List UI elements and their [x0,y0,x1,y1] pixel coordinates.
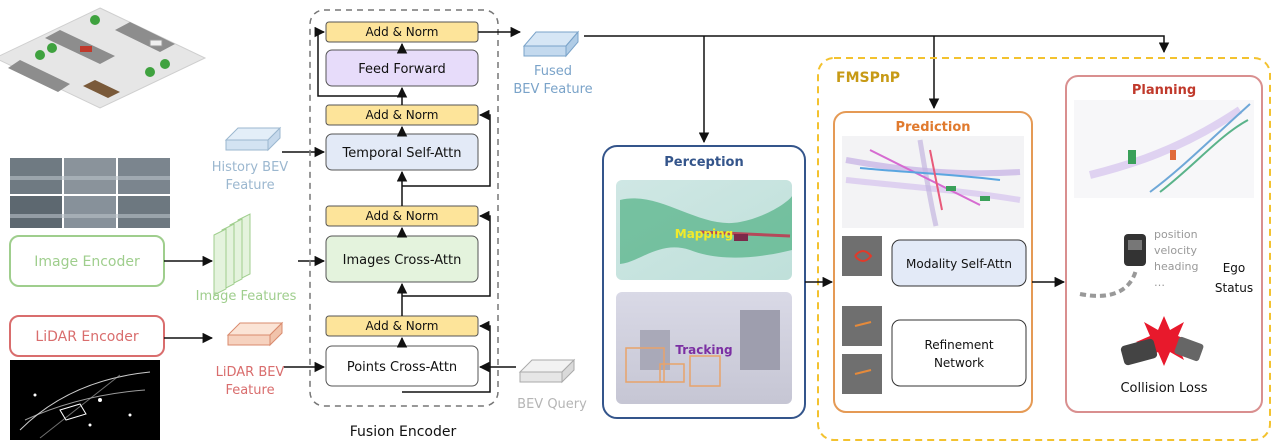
lidar-bev-feature-label-2: Feature [225,383,274,398]
ego-status-label-2: Status [1215,281,1253,295]
image-features-stack [213,213,251,296]
fusion-encoder-frame [309,9,499,407]
temporal-self-attn-label: Temporal Self-Attn [342,146,462,161]
tracking-label: Tracking [675,343,732,357]
ego-state-position: position [1154,228,1198,241]
lidar-bev-feature-label-1: LiDAR BEV [216,365,285,380]
bev-query-label: BEV Query [517,397,587,412]
perception-title: Perception [664,155,743,170]
city-scene-illustration [0,7,207,109]
fmspnp-title: FMSPnP [836,70,900,86]
feed-forward-label: Feed Forward [358,62,445,77]
planning-title: Planning [1132,83,1196,98]
fused-bev-label-1: Fused [534,64,572,79]
add-norm-label: Add & Norm [366,319,439,333]
history-bev-feature-icon [224,126,282,152]
refinement-network-block [891,319,1027,387]
history-bev-feature-label-2: Feature [225,178,274,193]
prediction-title: Prediction [895,120,970,135]
collision-loss-label: Collision Loss [1120,381,1207,396]
fused-bev-feature-icon [522,30,580,58]
refinement-network-label-2: Network [934,356,984,370]
planning-visualization [1074,100,1254,198]
lidar-pointcloud [10,360,160,440]
points-cross-attn-label: Points Cross-Attn [347,360,457,375]
add-norm-label: Add & Norm [366,25,439,39]
refinement-network-label-1: Refinement [924,338,993,352]
prediction-visualization [842,136,1024,228]
modality-self-attn-block [891,239,1027,287]
ego-state-velocity: velocity [1154,244,1197,257]
lidar-encoder-label: LiDAR Encoder [35,329,138,345]
add-norm-label: Add & Norm [366,209,439,223]
ego-vehicle-icon [1124,234,1146,266]
lidar-bev-feature-icon [226,321,284,347]
lidar-encoder-box [9,315,165,357]
fmspnp-frame [817,57,1271,441]
ego-state-heading: heading [1154,260,1198,273]
images-cross-attn-label: Images Cross-Attn [343,253,462,268]
mapping-label: Mapping [675,227,733,241]
fusion-encoder-caption: Fusion Encoder [350,424,457,440]
fused-bev-label-2: BEV Feature [513,82,592,97]
image-encoder-label: Image Encoder [34,254,140,270]
ego-state-ellipsis: … [1154,276,1165,289]
ego-status-label-1: Ego [1223,261,1246,275]
modality-self-attn-label: Modality Self-Attn [906,257,1012,271]
image-features-label: Image Features [196,289,297,304]
history-bev-feature-label-1: History BEV [212,160,289,175]
add-norm-label: Add & Norm [366,108,439,122]
collision-icon [1120,316,1204,366]
bev-query-icon [518,358,576,384]
camera-images [10,158,170,228]
